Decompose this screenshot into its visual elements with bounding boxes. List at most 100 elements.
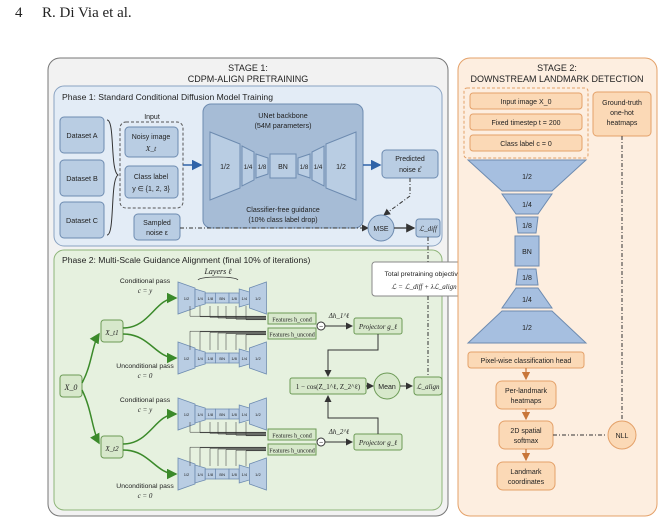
feature-tap-line bbox=[199, 306, 266, 318]
sampled-noise-box bbox=[133, 213, 181, 241]
feature-tap-line bbox=[217, 306, 266, 319]
delta-1-label: Δh_1^ℓ bbox=[328, 312, 350, 320]
coordinates-box bbox=[496, 461, 556, 491]
features-cond-label-1: Features h_cond bbox=[272, 318, 312, 324]
input-label: Input bbox=[144, 114, 160, 121]
unet-params: (54M parameters) bbox=[254, 121, 311, 130]
subtract-symbol-1: − bbox=[319, 324, 323, 331]
unet-block-2: 1/4 bbox=[244, 164, 253, 171]
input-image-box bbox=[469, 92, 583, 110]
mini-unet-1-label-5: 1/8 bbox=[231, 296, 237, 301]
softmax-line1: 2D spatial bbox=[510, 428, 542, 435]
mini-unet-4-label-2: 1/4 bbox=[197, 472, 203, 477]
feature-tap-line bbox=[245, 306, 266, 321]
mini-unet-3-label-5: 1/8 bbox=[231, 412, 237, 417]
feature-tap-line bbox=[225, 306, 266, 319]
x0-label: X_0 bbox=[64, 383, 78, 392]
features-cond-label-2: Features h_cond bbox=[272, 434, 312, 440]
heatmaps-line1: Per-landmark bbox=[505, 388, 548, 395]
l-align-box bbox=[413, 376, 443, 396]
noisy-image-label: Noisy image bbox=[132, 134, 171, 141]
feature-tap-line bbox=[209, 448, 266, 466]
timestep-label: Fixed timestep t = 200 bbox=[491, 120, 560, 127]
mini-unet-1-block-2 bbox=[194, 288, 206, 308]
mini-unet-1-block-1 bbox=[177, 281, 196, 315]
stage2-input-group bbox=[463, 87, 589, 159]
unet-block-6: 1/4 bbox=[314, 164, 323, 171]
stage2-funnel bbox=[466, 159, 588, 344]
uncond-pass-1-line2: c = 0 bbox=[138, 372, 153, 380]
mean-label: Mean bbox=[378, 384, 396, 391]
features-uncond-label-2: Features h_uncond bbox=[269, 449, 315, 455]
ground-truth-line1: Ground-truth bbox=[602, 100, 642, 107]
mini-unet-1-label-1: 1/2 bbox=[184, 296, 190, 301]
dataset-b-label: Dataset B bbox=[66, 174, 98, 183]
mini-unet-1-label-2: 1/4 bbox=[197, 296, 203, 301]
stage2-title-line2: DOWNSTREAM LANDMARK DETECTION bbox=[470, 74, 643, 84]
feature-tap-line bbox=[225, 422, 266, 435]
mini-unet-4-label-5: 1/8 bbox=[231, 472, 237, 477]
class-label-line2: y ∈ {1, 2, 3} bbox=[132, 186, 170, 193]
funnel-block-7: 1/2 bbox=[522, 325, 532, 332]
stage2-title-line1: STAGE 2: bbox=[537, 63, 577, 73]
unet-block-3: 1/8 bbox=[258, 164, 267, 171]
mini-unet-3-label-3: 1/8 bbox=[208, 412, 214, 417]
mini-unet-1-label-4: BN bbox=[219, 296, 225, 301]
noisy-image-var: X_t bbox=[145, 144, 157, 153]
cond-pass-1-line2: c = y bbox=[138, 287, 153, 295]
mini-unet-3-label-6: 1/4 bbox=[242, 412, 248, 417]
stage2-class-label: Class label c = 0 bbox=[500, 141, 552, 148]
unet-block-1: 1/2 bbox=[220, 164, 230, 171]
funnel-block-2: 1/4 bbox=[522, 202, 532, 209]
stage1-title-line1: STAGE 1: bbox=[228, 63, 268, 73]
unet-block-7: 1/2 bbox=[336, 164, 346, 171]
dataset-c-label: Dataset C bbox=[66, 216, 98, 225]
feature-tap-line bbox=[235, 422, 266, 436]
unet-block-5: 1/8 bbox=[300, 164, 309, 171]
mse-label: MSE bbox=[373, 226, 389, 233]
feature-tap-line bbox=[217, 332, 266, 350]
mini-unet-2-label-5: 1/8 bbox=[231, 356, 237, 361]
funnel-block-5: 1/8 bbox=[522, 275, 532, 282]
dataset-a-label: Dataset A bbox=[66, 131, 97, 140]
objective-line2: ℒ = ℒ_diff + λℒ_align bbox=[391, 283, 457, 291]
unet-shape bbox=[209, 131, 357, 201]
running-header-authors: R. Di Via et al. bbox=[42, 5, 132, 21]
feature-tap-line bbox=[225, 333, 266, 350]
feature-tap-line bbox=[209, 332, 266, 350]
uncond-pass-2-line1: Unconditional pass bbox=[116, 483, 174, 490]
ground-truth-line3: heatmaps bbox=[607, 120, 638, 127]
mini-unet-2-label-3: 1/8 bbox=[208, 356, 214, 361]
mini-unet-4-label-6: 1/4 bbox=[242, 472, 248, 477]
coordinates-line2: coordinates bbox=[508, 479, 545, 486]
class-label-line1: Class label bbox=[134, 174, 169, 181]
layers-label: Layers ℓ bbox=[203, 267, 232, 276]
input-image-label: Input image X_0 bbox=[501, 99, 552, 106]
feature-tap-line bbox=[189, 446, 266, 466]
mini-unet-3-label-1: 1/2 bbox=[184, 412, 190, 417]
features-uncond-label-1: Features h_uncond bbox=[269, 333, 315, 339]
uncond-pass-2-line2: c = 0 bbox=[138, 492, 153, 500]
mini-unet-3-block-1 bbox=[177, 397, 196, 431]
feature-tap-line bbox=[217, 422, 266, 435]
unet-block-bn: BN bbox=[278, 164, 288, 171]
datasets-group: Dataset A Dataset B Dataset C bbox=[59, 116, 105, 239]
predicted-noise-line1: Predicted bbox=[395, 156, 425, 163]
feature-tap-line bbox=[245, 450, 266, 466]
mini-unet-3-block-2 bbox=[194, 404, 206, 424]
feature-tap-line bbox=[235, 306, 266, 320]
xt1-label: X_t1 bbox=[104, 329, 118, 337]
mini-unet-4-block-1 bbox=[177, 457, 196, 491]
timestep-box bbox=[469, 113, 583, 131]
mini-unet-2-label-7: 1/2 bbox=[255, 356, 261, 361]
sampled-noise-line2: noise ε bbox=[146, 230, 168, 237]
feature-tap-line bbox=[209, 306, 266, 318]
mini-unet-2-block-2 bbox=[194, 348, 206, 368]
mini-unet-3-label-4: BN bbox=[219, 412, 225, 417]
funnel-block-1: 1/2 bbox=[522, 174, 532, 181]
xt2-label: X_t2 bbox=[104, 445, 119, 453]
stage2-class-label-box bbox=[469, 134, 583, 152]
l-align-label: ℒ_align bbox=[417, 383, 440, 391]
cfg-line1: Classifier-free guidance bbox=[246, 207, 320, 214]
